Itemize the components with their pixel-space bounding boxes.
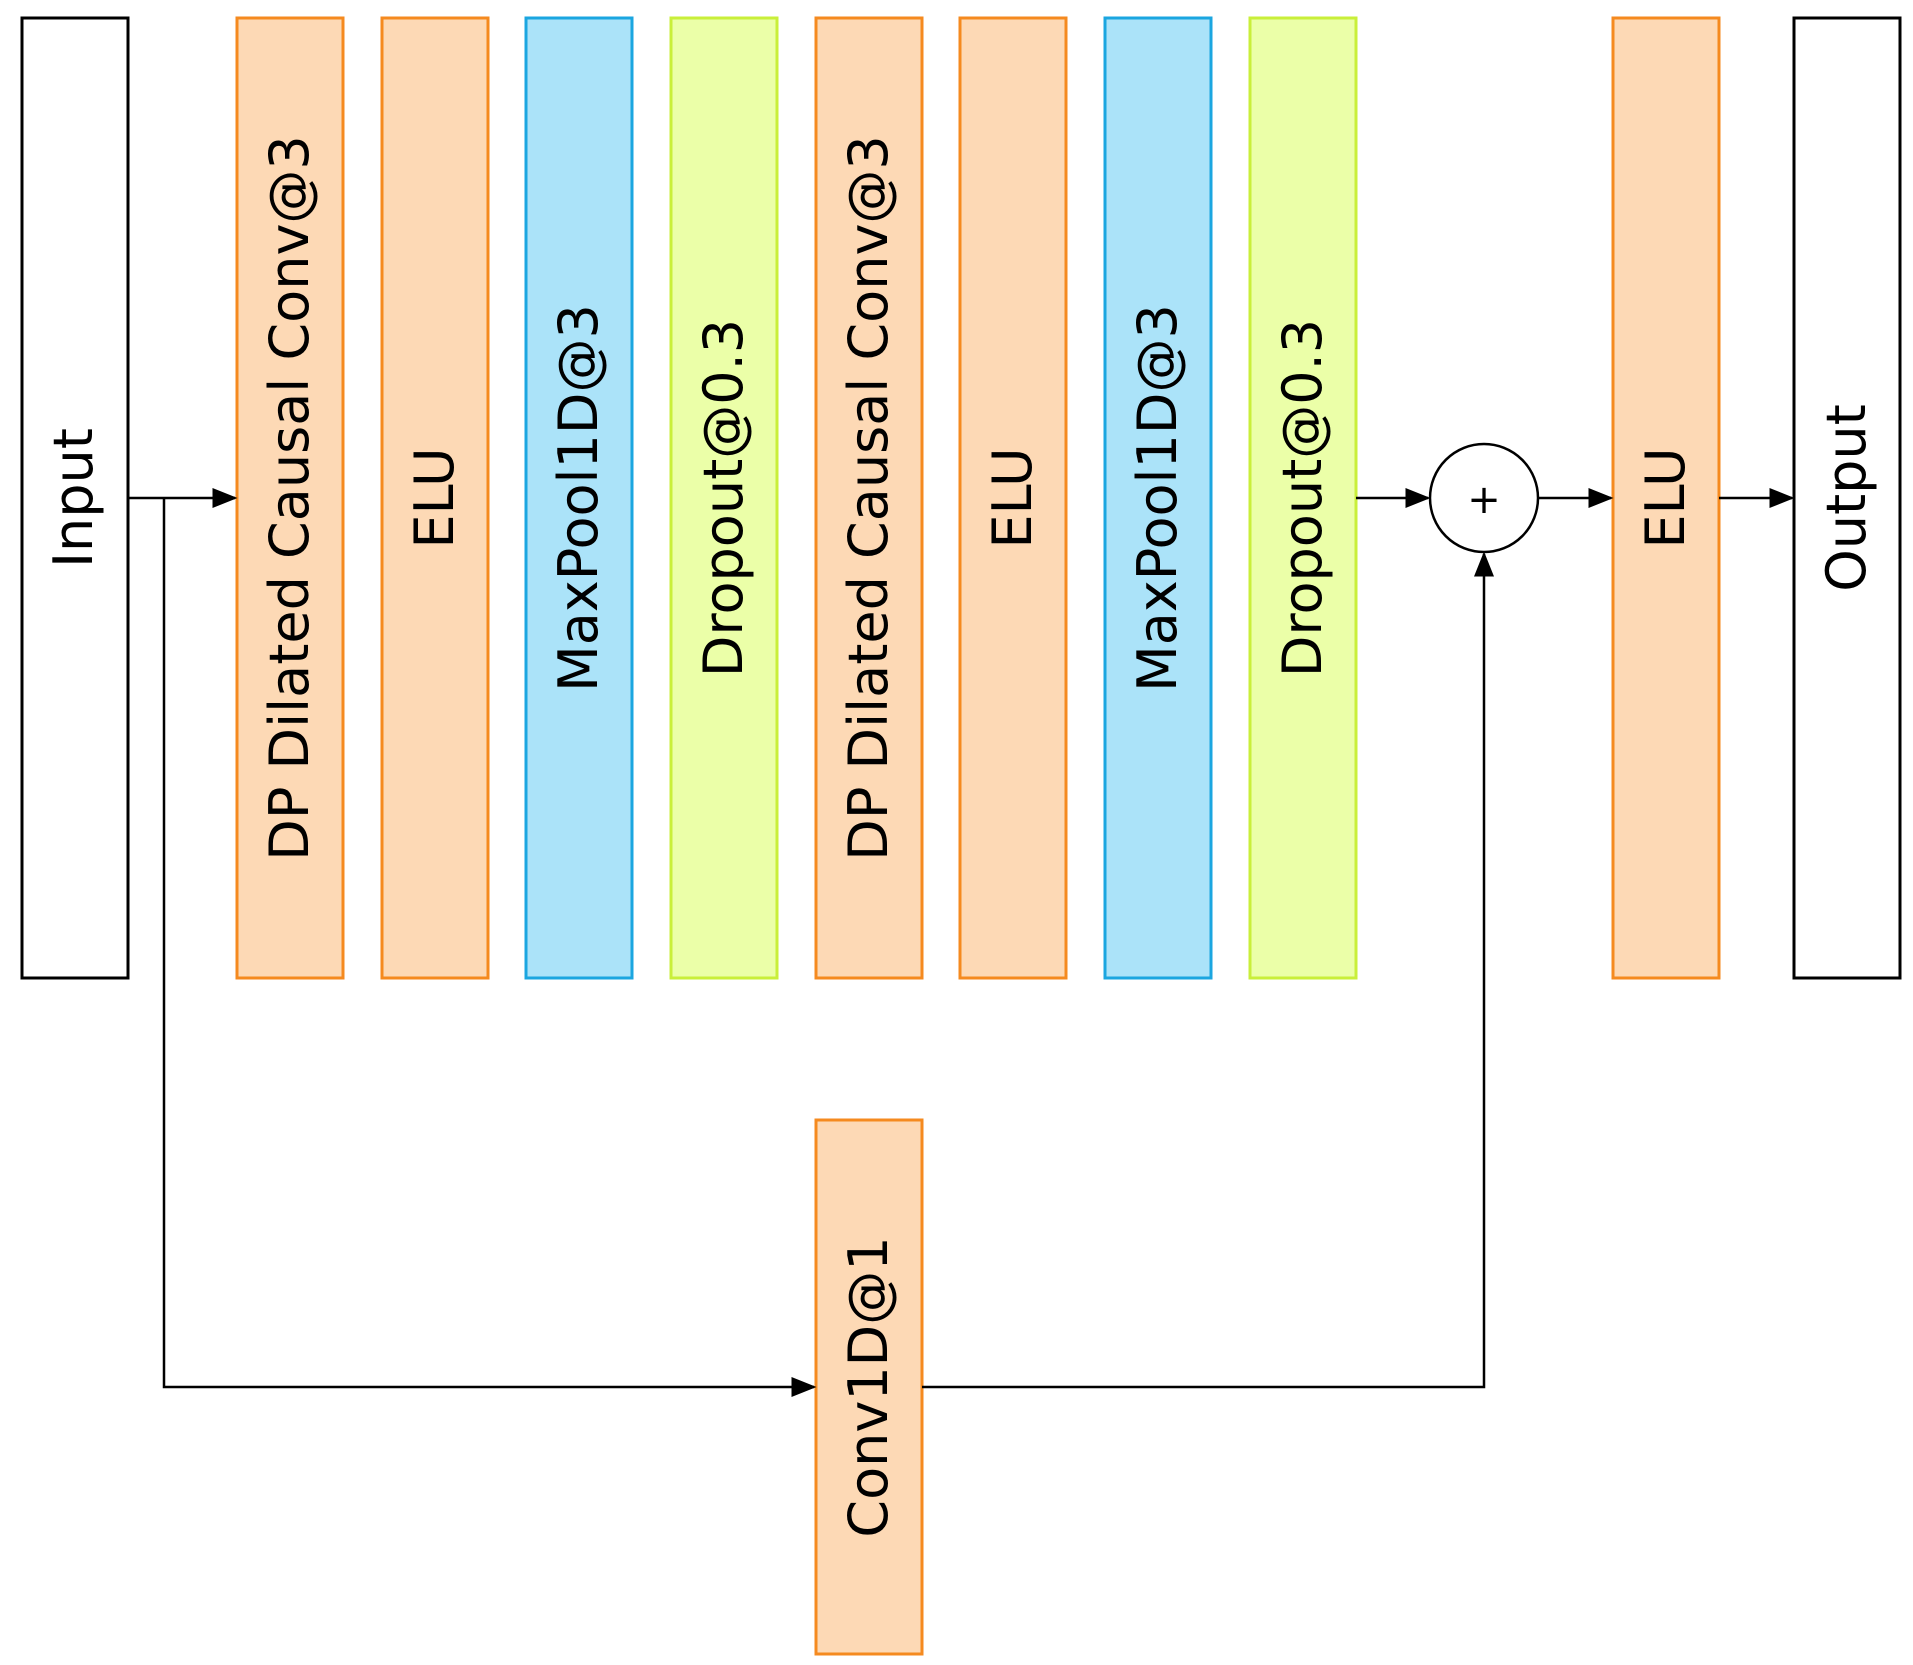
dropout-block-2: Dropout@0.3 bbox=[1248, 16, 1358, 980]
dropout-block-1: Dropout@0.3 bbox=[669, 16, 779, 980]
pool2-label: MaxPool1D@3 bbox=[1126, 304, 1189, 692]
elu2-label: ELU bbox=[981, 447, 1044, 548]
edges bbox=[128, 488, 1795, 1397]
conv2-label: DP Dilated Causal Conv@3 bbox=[837, 135, 900, 861]
elu3-label: ELU bbox=[1634, 447, 1697, 548]
pool1-box bbox=[524, 16, 634, 980]
skip-conv-label: Conv1D@1 bbox=[837, 1236, 900, 1537]
pool2-box bbox=[1103, 16, 1213, 980]
plus-icon: + bbox=[1467, 477, 1501, 523]
edge-skip-down bbox=[162, 498, 817, 1397]
drop1-box bbox=[669, 16, 779, 980]
conv1d-skip-block: Conv1D@1 bbox=[814, 1118, 924, 1656]
conv1-box bbox=[235, 16, 345, 980]
conv1-label: DP Dilated Causal Conv@3 bbox=[258, 135, 321, 861]
elu3-box bbox=[1611, 16, 1721, 980]
input-label: Input bbox=[42, 428, 105, 568]
elu1-box bbox=[380, 16, 490, 980]
input-block: Input bbox=[20, 16, 130, 980]
drop1-label: Dropout@0.3 bbox=[692, 319, 755, 677]
output-block: Output bbox=[1792, 16, 1902, 980]
maxpool-block-2: MaxPool1D@3 bbox=[1103, 16, 1213, 980]
elu-block-3: ELU bbox=[1611, 16, 1721, 980]
drop2-box bbox=[1248, 16, 1358, 980]
maxpool-block-1: MaxPool1D@3 bbox=[524, 16, 634, 980]
output-label: Output bbox=[1815, 404, 1878, 592]
input-box bbox=[20, 16, 130, 980]
skip-conv-box bbox=[814, 1118, 924, 1656]
sum-node: + bbox=[1428, 442, 1540, 554]
elu1-label: ELU bbox=[403, 447, 466, 548]
elu2-box bbox=[958, 16, 1068, 980]
output-box bbox=[1792, 16, 1902, 980]
pool1-label: MaxPool1D@3 bbox=[547, 304, 610, 692]
dp-dilated-causal-conv-block-2: DP Dilated Causal Conv@3 bbox=[814, 16, 924, 980]
elu-block-1: ELU bbox=[380, 16, 490, 980]
edge-skip-to-sum bbox=[922, 551, 1494, 1389]
drop2-label: Dropout@0.3 bbox=[1271, 319, 1334, 677]
dp-dilated-causal-conv-block-1: DP Dilated Causal Conv@3 bbox=[235, 16, 345, 980]
elu-block-2: ELU bbox=[958, 16, 1068, 980]
conv2-box bbox=[814, 16, 924, 980]
